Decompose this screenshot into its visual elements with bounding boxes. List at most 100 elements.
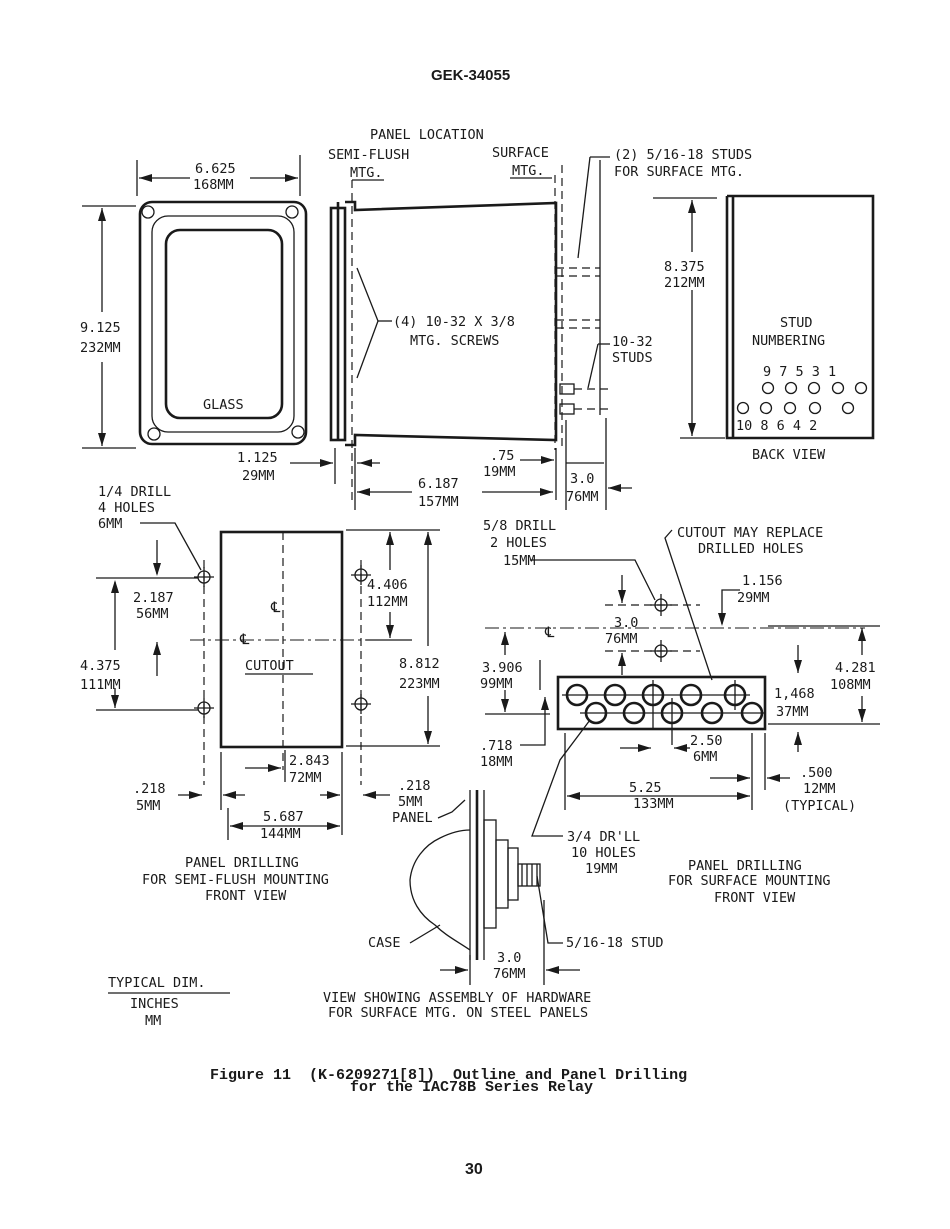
three-quarter-drill-holes: 10 HOLES (571, 845, 636, 861)
stud-length-mm: 19MM (483, 464, 516, 480)
quarter-drill-mm: 6MM (98, 516, 122, 532)
corner-screw-tl (141, 205, 155, 219)
figure-caption-line-1: Figure 11 (K-6209271[8]) Outline and Pan… (210, 1067, 687, 1084)
semi-d2-in: 4.375 (80, 658, 121, 674)
quarter-drill-label: 1/4 DRILL (98, 484, 171, 500)
surface-d2-in: 3.0 (614, 615, 638, 631)
semi-d7-mm: 5MM (398, 794, 422, 810)
surface-d8-in: 5.25 (629, 780, 662, 796)
surface-d1-in: 1.156 (742, 573, 783, 589)
three-quarter-drill-label: 3/4 DR'LL (567, 829, 640, 845)
surface-label: SURFACE (492, 145, 549, 161)
top-stud-numbers: 9 7 5 3 1 (763, 364, 836, 380)
cutout-note-1: CUTOUT MAY REPLACE (677, 525, 823, 541)
semi-d4-mm: 223MM (399, 676, 440, 692)
document-number: GEK-34055 (431, 67, 510, 84)
figure-caption-line-2: for the IAC78B Series Relay (350, 1079, 593, 1096)
mtg-screws-label-2: MTG. SCREWS (410, 333, 499, 349)
legend-inches: INCHES (130, 996, 179, 1012)
relay-front-outline (138, 200, 308, 446)
cutout-note-2: DRILLED HOLES (698, 541, 804, 557)
assembly-view: CASE 5/16-18 STUD 3.0 76MM VIEW SHOWING … (323, 790, 664, 1021)
mtg-screws-label: (4) 10-32 X 3/8 (393, 314, 515, 330)
assembly-caption-1: VIEW SHOWING ASSEMBLY OF HARDWARE (323, 990, 591, 1006)
horizontal-centerline-label: ℄ (239, 632, 250, 648)
surface-hole-strip (556, 675, 767, 731)
surface-d9-mm: 12MM (803, 781, 836, 797)
semi-d1-in: 2.187 (133, 590, 174, 606)
surface-d1-mm: 29MM (737, 590, 770, 606)
back-height-in: 8.375 (664, 259, 705, 275)
surface-d4-in: 4.281 (835, 660, 876, 676)
surface-caption-1: PANEL DRILLING (688, 858, 802, 874)
semi-flush-drilling: ℄ ℄ CUTOUT 1/4 DRILL 4 HOLES 6MM 2.187 5… (80, 484, 466, 904)
semi-d8-mm: 144MM (260, 826, 301, 842)
surface-caption-3: FRONT VIEW (714, 890, 796, 906)
assembly-dim-mm: 76MM (493, 966, 526, 982)
semi-caption-2: FOR SEMI-FLUSH MOUNTING (142, 872, 329, 888)
quarter-drill-holes: 4 HOLES (98, 500, 155, 516)
stud-length-in: .75 (490, 448, 514, 464)
back-view: 8.375 212MM STUD NUMBERING 9 7 5 3 1 10 … (653, 194, 875, 463)
surface-d5-in: 1,468 (774, 686, 815, 702)
front-width-mm: 168MM (193, 177, 234, 193)
surface-d2-mm: 76MM (605, 631, 638, 647)
assembly-stud-label: 5/16-18 STUD (566, 935, 664, 951)
surface-d4-mm: 108MM (830, 677, 871, 693)
surface-drilling: 5/8 DRILL 2 HOLES 15MM CUTOUT MAY REPLAC… (480, 518, 880, 906)
vertical-centerline-label: ℄ (270, 600, 281, 616)
surface-d7-mm: 6MM (693, 749, 717, 765)
case-profile (409, 829, 471, 951)
offset-in: 1.125 (237, 450, 278, 466)
assembly-dim-in: 3.0 (497, 950, 521, 966)
surface-d3-mm: 99MM (480, 676, 513, 692)
studs-1032-label-2: STUDS (612, 350, 653, 366)
surface-d6-mm: 18MM (480, 754, 513, 770)
back-outline (725, 194, 875, 440)
five-eighths-drill-mm: 15MM (503, 553, 536, 569)
stud-label: STUD (780, 315, 813, 331)
panel-location-label: PANEL LOCATION (370, 127, 484, 143)
surface-d5-mm: 37MM (776, 704, 809, 720)
semi-d5-mm: 72MM (289, 770, 322, 786)
front-height-in: 9.125 (80, 320, 121, 336)
corner-screw-br (291, 425, 305, 439)
semi-d4-in: 8.812 (399, 656, 440, 672)
semi-d8-in: 5.687 (263, 809, 304, 825)
cutout-label: CUTOUT (245, 658, 294, 674)
surface-centerline-label: ℄ (544, 625, 555, 641)
offset-mm: 29MM (242, 468, 275, 484)
surface-d6-in: .718 (480, 738, 513, 754)
glass-window (164, 228, 284, 420)
surface-mtg-label: MTG. (512, 163, 545, 179)
studs-1032-label: 10-32 (612, 334, 653, 350)
case-side-outline (345, 200, 558, 447)
bottom-stud-numbers: 10 8 6 4 2 (736, 418, 817, 434)
surface-caption-2: FOR SURFACE MOUNTING (668, 873, 831, 889)
back-height-mm: 212MM (664, 275, 705, 291)
glass-label: GLASS (203, 397, 244, 413)
page-number: 30 (465, 1161, 483, 1178)
semi-d7-in: .218 (398, 778, 431, 794)
semi-caption-1: PANEL DRILLING (185, 855, 299, 871)
semi-d6-mm: 5MM (136, 798, 160, 814)
side-view: PANEL LOCATION SEMI-FLUSH MTG. SURFACE M… (328, 127, 752, 510)
case-label: CASE (368, 935, 401, 951)
semi-d6-in: .218 (133, 781, 166, 797)
assembly-caption-2: FOR SURFACE MTG. ON STEEL PANELS (328, 1005, 588, 1021)
three-quarter-holes (562, 680, 766, 745)
semi-d1-mm: 56MM (136, 606, 169, 622)
surface-studs-label-2: FOR SURFACE MTG. (614, 164, 744, 180)
five-eighths-drill-label: 5/8 DRILL (483, 518, 556, 534)
three-quarter-drill-mm: 19MM (585, 861, 618, 877)
depth-mm: 157MM (418, 494, 459, 510)
depth-in: 6.187 (418, 476, 459, 492)
semi-d5-in: 2.843 (289, 753, 330, 769)
back-view-caption: BACK VIEW (752, 447, 826, 463)
semi-d2-mm: 111MM (80, 677, 121, 693)
cover-frame (151, 215, 295, 433)
front-view: GLASS 6.625 168MM 9.125 232MM 1.125 29MM (80, 155, 380, 484)
semi-flush-mtg-label: MTG. (350, 165, 383, 181)
